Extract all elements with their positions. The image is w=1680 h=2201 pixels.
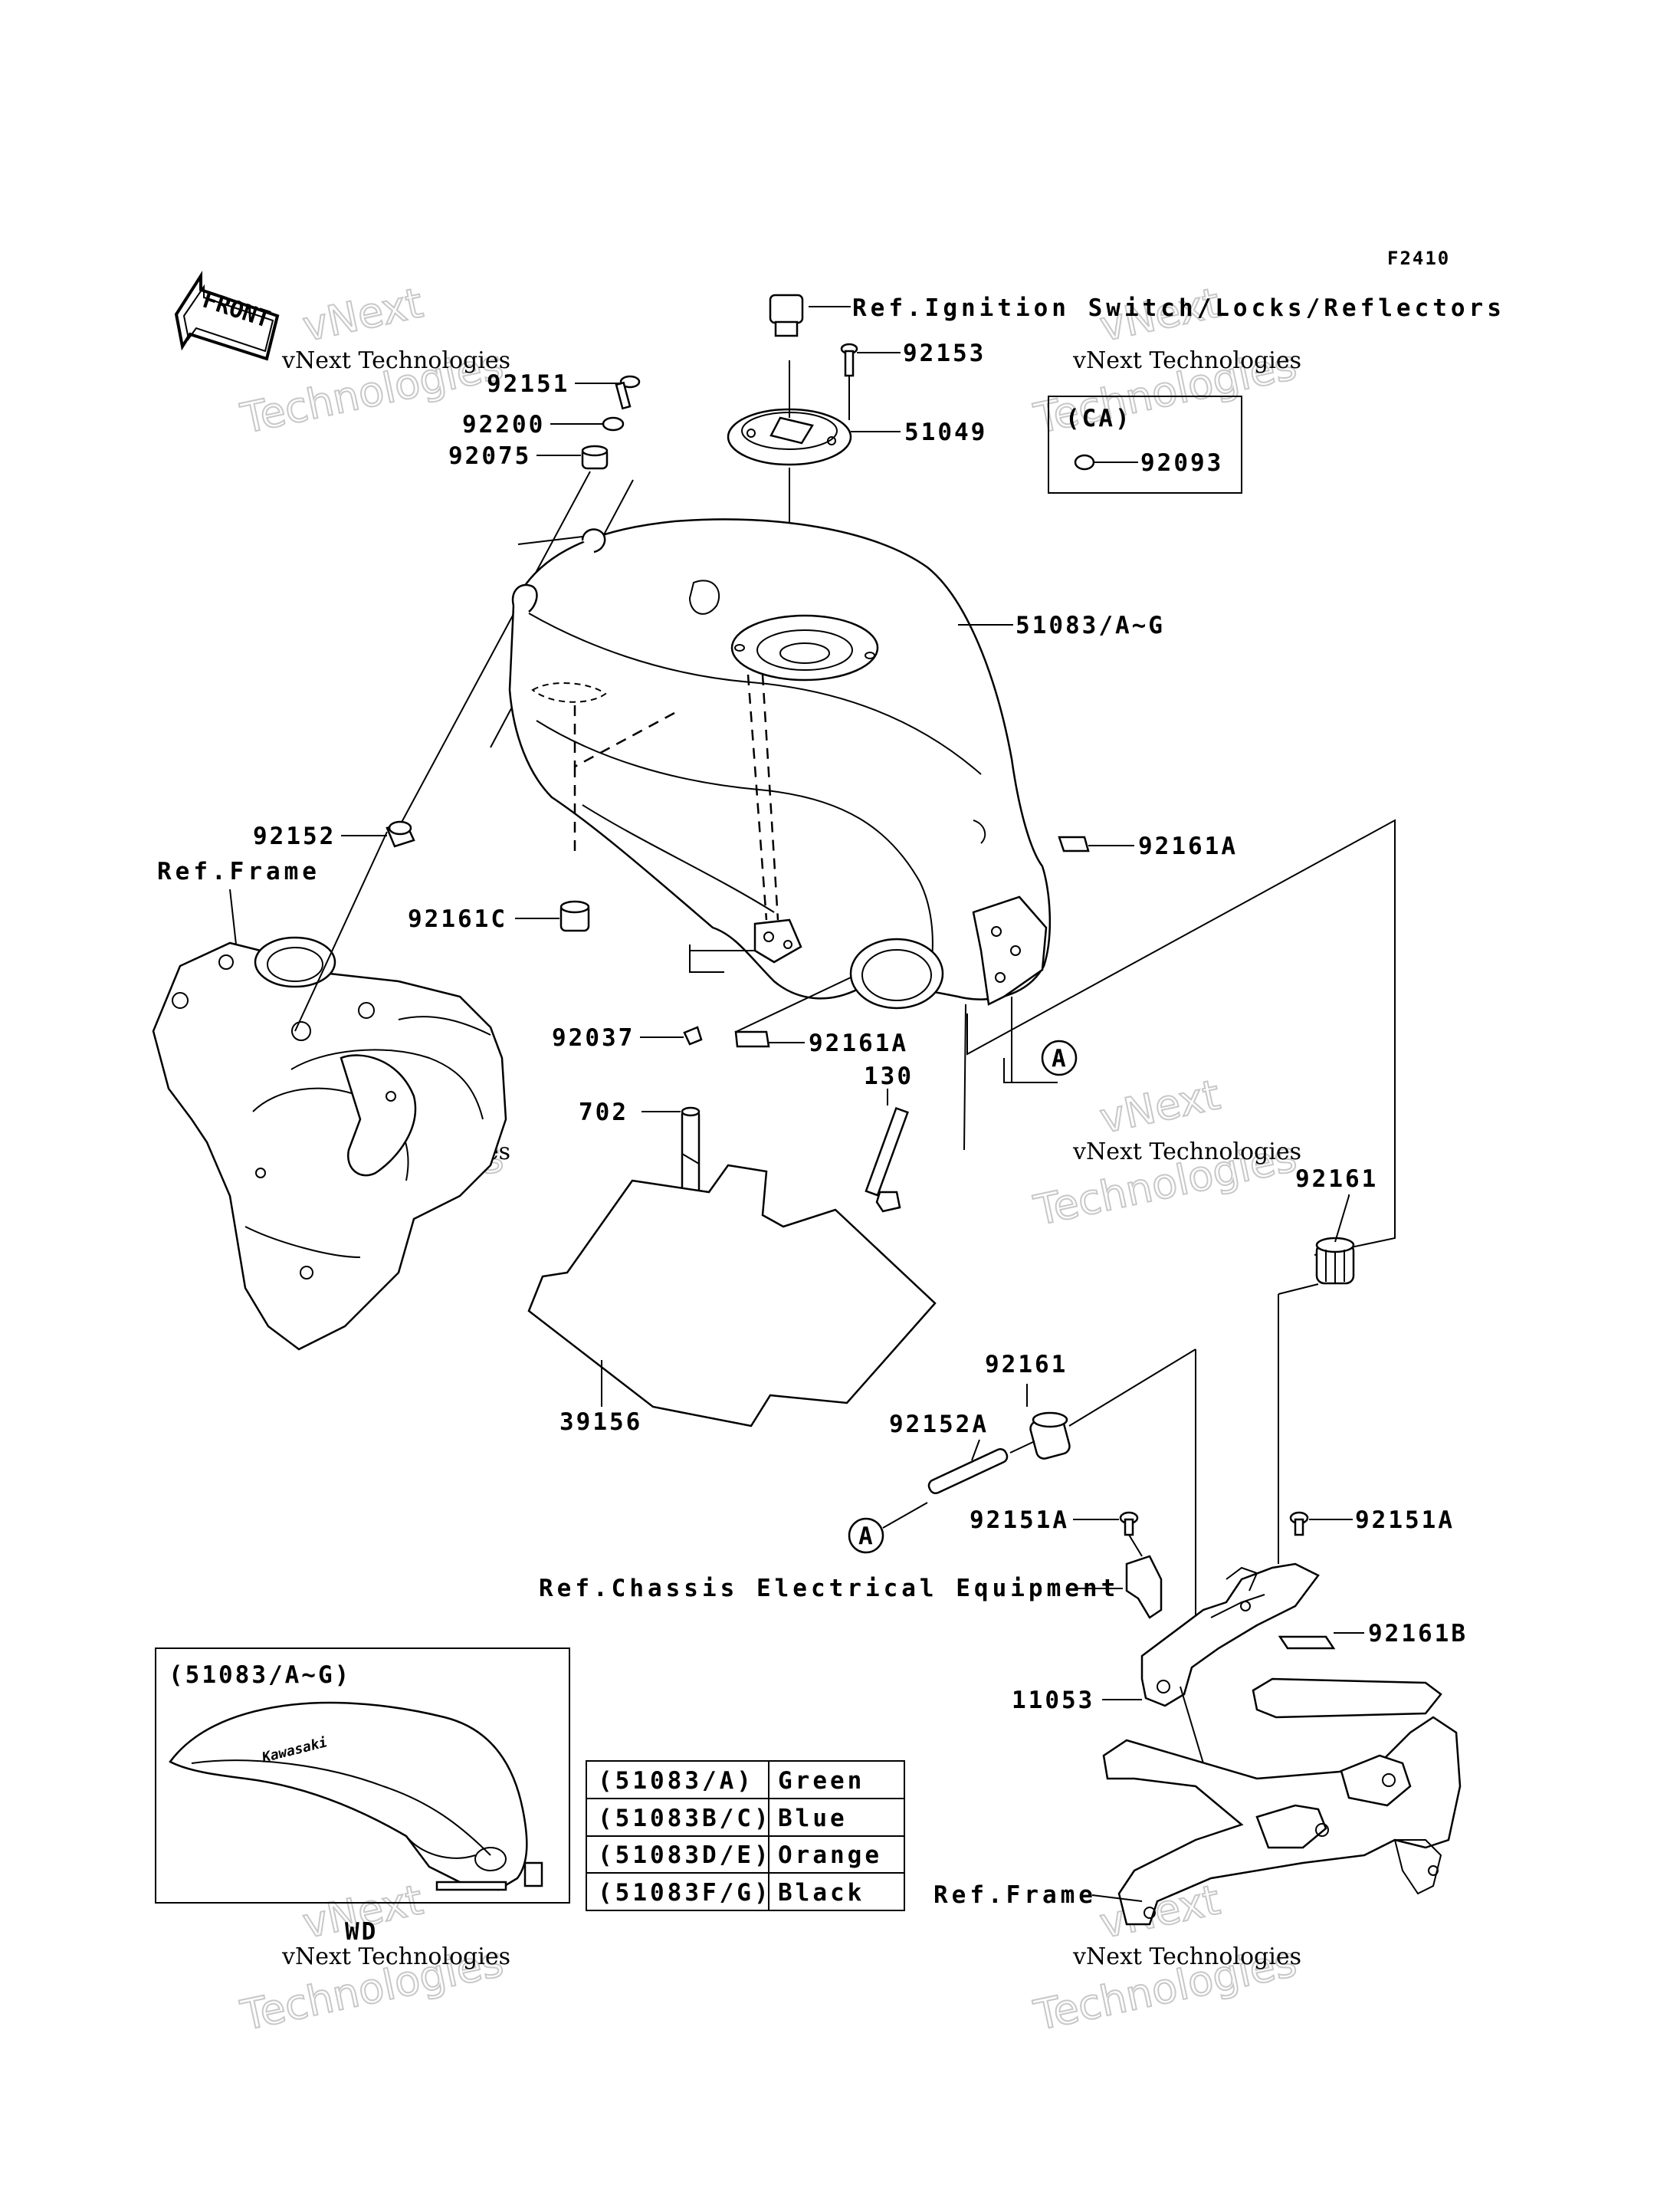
inset-bottom-label: WD <box>345 1918 378 1946</box>
callout-a-top <box>1041 1040 1078 1076</box>
label-39156: 39156 <box>559 1408 642 1436</box>
color-table: (51083/A) Green (51083B/C) Blue (51083D/… <box>586 1760 905 1911</box>
bolt-130-icon <box>865 1106 909 1213</box>
label-92093: 92093 <box>1140 449 1223 477</box>
ignition-key-icon <box>769 294 804 337</box>
damper-92161C-icon <box>559 900 590 932</box>
inset-title: (51083/A~G) <box>169 1661 351 1689</box>
svg-text:Green: Green <box>778 1767 865 1795</box>
label-92152: 92152 <box>253 823 336 850</box>
svg-text:vNext Technologies: vNext Technologies <box>1072 1138 1301 1165</box>
ca-box <box>1048 396 1242 494</box>
collar-92152-icon <box>386 820 415 848</box>
label-51083: 51083/A~G <box>1016 612 1165 639</box>
ref-ignition: Ref.Ignition Switch/Locks/Reflectors <box>852 294 1505 322</box>
bolt-92151A-right-icon <box>1289 1511 1309 1536</box>
svg-text:(51083F/G): (51083F/G) <box>598 1879 772 1907</box>
label-92200: 92200 <box>462 411 545 439</box>
fuel-tank-51083 <box>508 518 1052 1010</box>
diagram-code: F2410 <box>1387 248 1450 269</box>
table-row: (51083B/C) Blue <box>598 1805 848 1832</box>
ref-frame-right: Ref.Frame <box>934 1881 1097 1909</box>
label-11053: 11053 <box>1012 1687 1094 1714</box>
label-130: 130 <box>864 1063 914 1090</box>
nut-92093-icon <box>1074 454 1095 471</box>
clip-92037-icon <box>683 1026 703 1046</box>
svg-text:vNext: vNext <box>1096 1070 1224 1142</box>
callout-a-bottom-label: A <box>858 1523 875 1550</box>
damper-92161-right-icon <box>1315 1237 1355 1285</box>
fuel-cap-51049-icon <box>727 408 852 466</box>
screw-92153-icon <box>840 343 858 377</box>
bolt-92151A-left-icon <box>1119 1511 1139 1536</box>
label-92161A-mid: 92161A <box>809 1030 908 1057</box>
svg-text:vNext: vNext <box>299 278 427 350</box>
label-92161B: 92161B <box>1368 1620 1468 1647</box>
svg-text:(51083/A): (51083/A) <box>598 1767 754 1795</box>
ca-title: (CA) <box>1065 405 1132 432</box>
label-92152A: 92152A <box>889 1411 989 1438</box>
pad-92161A-icon <box>1058 836 1090 852</box>
label-92161-right: 92161 <box>1295 1165 1378 1193</box>
inset-panel <box>155 1647 570 1904</box>
damper-92161-mid-icon <box>1029 1411 1071 1460</box>
label-92161-mid: 92161 <box>985 1351 1068 1378</box>
bolt-92151-icon <box>615 375 641 410</box>
label-92151A-left: 92151A <box>970 1506 1069 1534</box>
collar-92152A-icon <box>927 1447 1009 1495</box>
frame-left-drawing <box>152 936 507 1351</box>
pad-92161B-icon <box>1278 1635 1336 1650</box>
label-51049: 51049 <box>904 419 987 446</box>
svg-text:(51083B/C): (51083B/C) <box>598 1805 772 1832</box>
bracket-11053 <box>1140 1562 1320 1707</box>
table-row: (51083/A) Green <box>598 1767 865 1795</box>
svg-text:vNext Technologies: vNext Technologies <box>1072 1943 1301 1970</box>
label-92151A-right: 92151A <box>1355 1506 1455 1534</box>
chassis-bracket-icon <box>1125 1555 1163 1619</box>
callout-a-top-label: A <box>1052 1045 1068 1073</box>
washer-92200-icon <box>602 416 625 432</box>
label-92153: 92153 <box>903 340 986 367</box>
inset-tank-drawing: Kawasaki <box>169 1701 543 1891</box>
label-92075: 92075 <box>448 442 531 470</box>
svg-text:vNext Technologies: vNext Technologies <box>281 347 510 374</box>
svg-text:vNext Technologies: vNext Technologies <box>281 1943 510 1970</box>
frame-right-drawing <box>1102 1677 1462 1926</box>
ref-chassis: Ref.Chassis Electrical Equipment <box>539 1575 1119 1602</box>
label-92161C: 92161C <box>408 905 507 933</box>
table-row: (51083F/G) Black <box>598 1879 865 1907</box>
ref-frame-left: Ref.Frame <box>157 858 320 885</box>
label-702: 702 <box>579 1099 628 1126</box>
front-arrow-icon: FRONT <box>174 271 280 361</box>
grommet-92075-icon <box>581 445 609 470</box>
pad-39156-icon <box>527 1164 937 1427</box>
svg-text:Black: Black <box>778 1879 865 1907</box>
label-92037: 92037 <box>552 1024 635 1052</box>
pad-92161A-mid-icon <box>734 1030 770 1048</box>
callout-a-bottom <box>848 1517 884 1554</box>
svg-text:Orange: Orange <box>778 1841 882 1869</box>
svg-text:Blue: Blue <box>778 1805 848 1832</box>
table-row: (51083D/E) Orange <box>598 1841 882 1869</box>
svg-text:(51083D/E): (51083D/E) <box>598 1841 772 1869</box>
svg-text:vNext Technologies: vNext Technologies <box>1072 347 1301 374</box>
label-92161A-top: 92161A <box>1138 833 1238 860</box>
label-92151: 92151 <box>487 370 569 398</box>
